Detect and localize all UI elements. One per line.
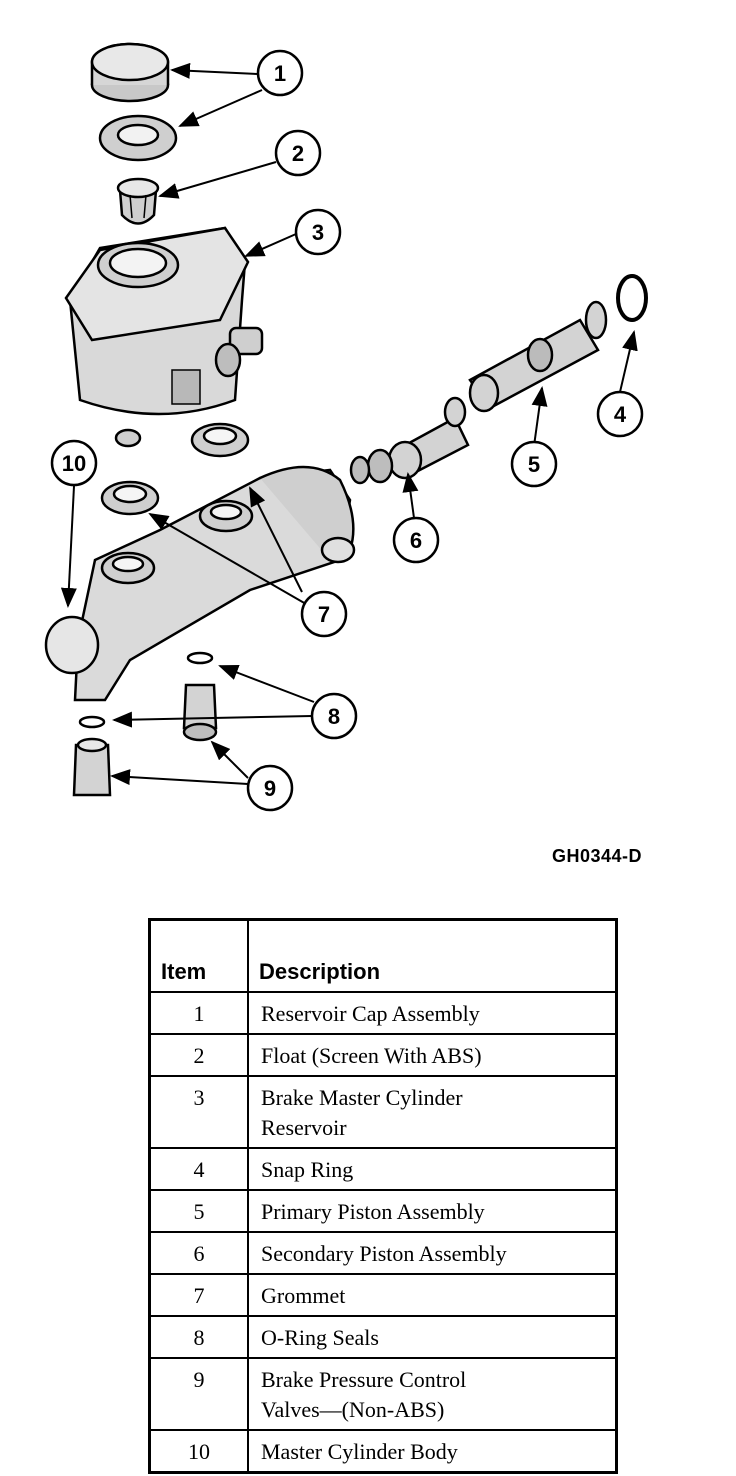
master-cylinder-body-drawing [44, 422, 356, 702]
piston-assemblies-drawing [349, 274, 648, 485]
leader-arrows [60, 62, 638, 786]
item-number: 2 [148, 1033, 249, 1077]
table-row: 9 Brake Pressure Control Valves—(Non-ABS… [148, 1357, 618, 1431]
float-drawing [116, 177, 160, 225]
table-row: 6 Secondary Piston Assembly [148, 1231, 618, 1275]
item-description: Grommet [247, 1273, 618, 1317]
svg-text:7: 7 [318, 602, 330, 627]
item-description: Reservoir Cap Assembly [247, 991, 618, 1035]
item-number: 10 [148, 1429, 249, 1474]
item-number: 5 [148, 1189, 249, 1233]
svg-text:2: 2 [292, 141, 304, 166]
figure-code: GH0344-D [552, 846, 643, 866]
svg-text:8: 8 [328, 704, 340, 729]
table-row: 3 Brake Master Cylinder Reservoir [148, 1075, 618, 1149]
callout-4: 4 [596, 390, 644, 438]
table-row: 4 Snap Ring [148, 1147, 618, 1191]
callout-7: 7 [300, 590, 348, 638]
item-number: 7 [148, 1273, 249, 1317]
callout-10: 10 [50, 439, 98, 487]
item-description: Secondary Piston Assembly [247, 1231, 618, 1275]
item-description: Master Cylinder Body [247, 1429, 618, 1474]
item-number: 9 [148, 1357, 249, 1431]
item-number: 1 [148, 991, 249, 1035]
item-number: 6 [148, 1231, 249, 1275]
item-number: 8 [148, 1315, 249, 1359]
callout-1: 1 [256, 49, 304, 97]
valves-and-orings-drawing [72, 651, 218, 797]
table-row: 8 O-Ring Seals [148, 1315, 618, 1359]
callout-8: 8 [310, 692, 358, 740]
svg-text:1: 1 [274, 61, 286, 86]
item-description: Brake Pressure Control Valves—(Non-ABS) [247, 1357, 618, 1431]
table-header-row: Item Description [148, 918, 618, 993]
table-row: 7 Grommet [148, 1273, 618, 1317]
description-column-header: Description [247, 918, 618, 993]
svg-text:6: 6 [410, 528, 422, 553]
item-description: Primary Piston Assembly [247, 1189, 618, 1233]
svg-text:4: 4 [614, 402, 627, 427]
item-description: Snap Ring [247, 1147, 618, 1191]
svg-text:10: 10 [62, 451, 86, 476]
item-description: Brake Master Cylinder Reservoir [247, 1075, 618, 1149]
svg-text:9: 9 [264, 776, 276, 801]
table-row: 10 Master Cylinder Body [148, 1429, 618, 1474]
reservoir-drawing [64, 226, 264, 448]
item-description: O-Ring Seals [247, 1315, 618, 1359]
master-cylinder-exploded-diagram: 1 2 3 4 5 6 7 8 9 10 [44, 42, 648, 812]
callout-6: 6 [392, 516, 440, 564]
callout-9: 9 [246, 764, 294, 812]
parts-table: Item Description 1 Reservoir Cap Assembl… [148, 918, 618, 1474]
item-number: 3 [148, 1075, 249, 1149]
svg-text:5: 5 [528, 452, 540, 477]
callout-3: 3 [294, 208, 342, 256]
callout-2: 2 [274, 129, 322, 177]
reservoir-cap-drawing [90, 42, 178, 162]
item-description: Float (Screen With ABS) [247, 1033, 618, 1077]
svg-text:3: 3 [312, 220, 324, 245]
table-row: 2 Float (Screen With ABS) [148, 1033, 618, 1077]
item-number: 4 [148, 1147, 249, 1191]
table-row: 1 Reservoir Cap Assembly [148, 991, 618, 1035]
item-column-header: Item [148, 918, 249, 993]
table-row: 5 Primary Piston Assembly [148, 1189, 618, 1233]
callout-5: 5 [510, 440, 558, 488]
